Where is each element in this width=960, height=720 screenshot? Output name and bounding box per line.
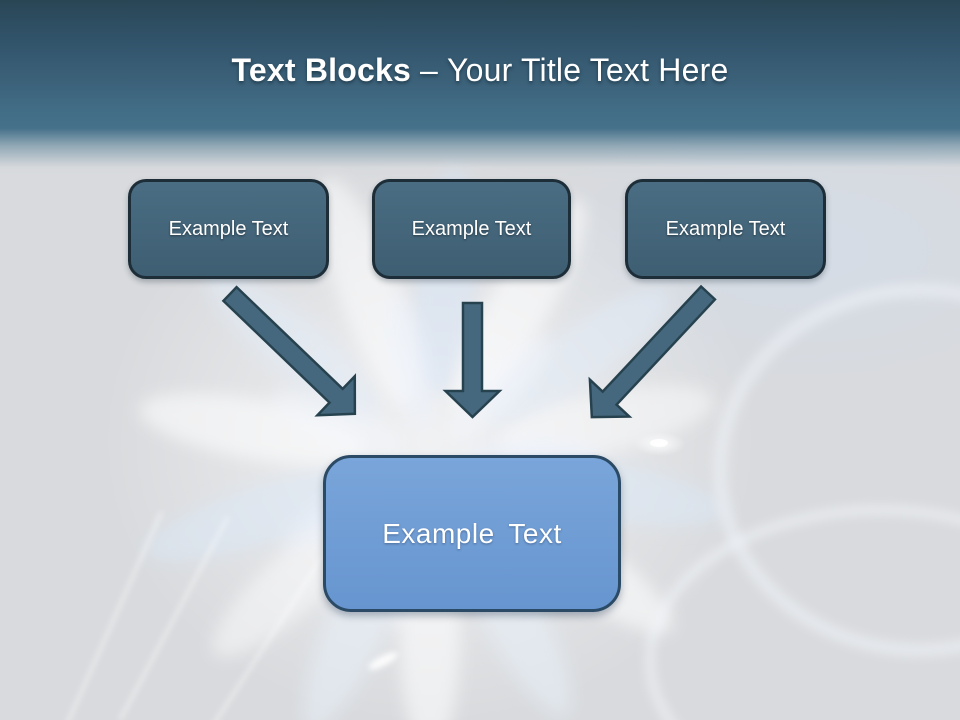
bright-spot xyxy=(650,439,668,447)
title-separator: – xyxy=(419,52,438,88)
title-bar: Text Blocks–Your Title Text Here xyxy=(0,0,960,178)
lens-flare xyxy=(368,652,398,670)
text-block-label: Example Text xyxy=(168,217,289,240)
right-arcs xyxy=(645,283,960,720)
text-block-1[interactable]: Example Text xyxy=(128,179,329,279)
result-block-label: Example Text xyxy=(382,517,562,549)
text-block-label: Example Text xyxy=(411,217,532,240)
light-streaks xyxy=(58,511,332,720)
title-regular-text: Your Title Text Here xyxy=(446,52,729,88)
text-block-3[interactable]: Example Text xyxy=(625,179,826,279)
title-bold-text: Text Blocks xyxy=(231,52,411,88)
text-block-label: Example Text xyxy=(665,217,786,240)
slide-title: Text Blocks–Your Title Text Here xyxy=(0,52,960,88)
text-block-2[interactable]: Example Text xyxy=(372,179,571,279)
result-block[interactable]: Example Text xyxy=(323,455,621,612)
